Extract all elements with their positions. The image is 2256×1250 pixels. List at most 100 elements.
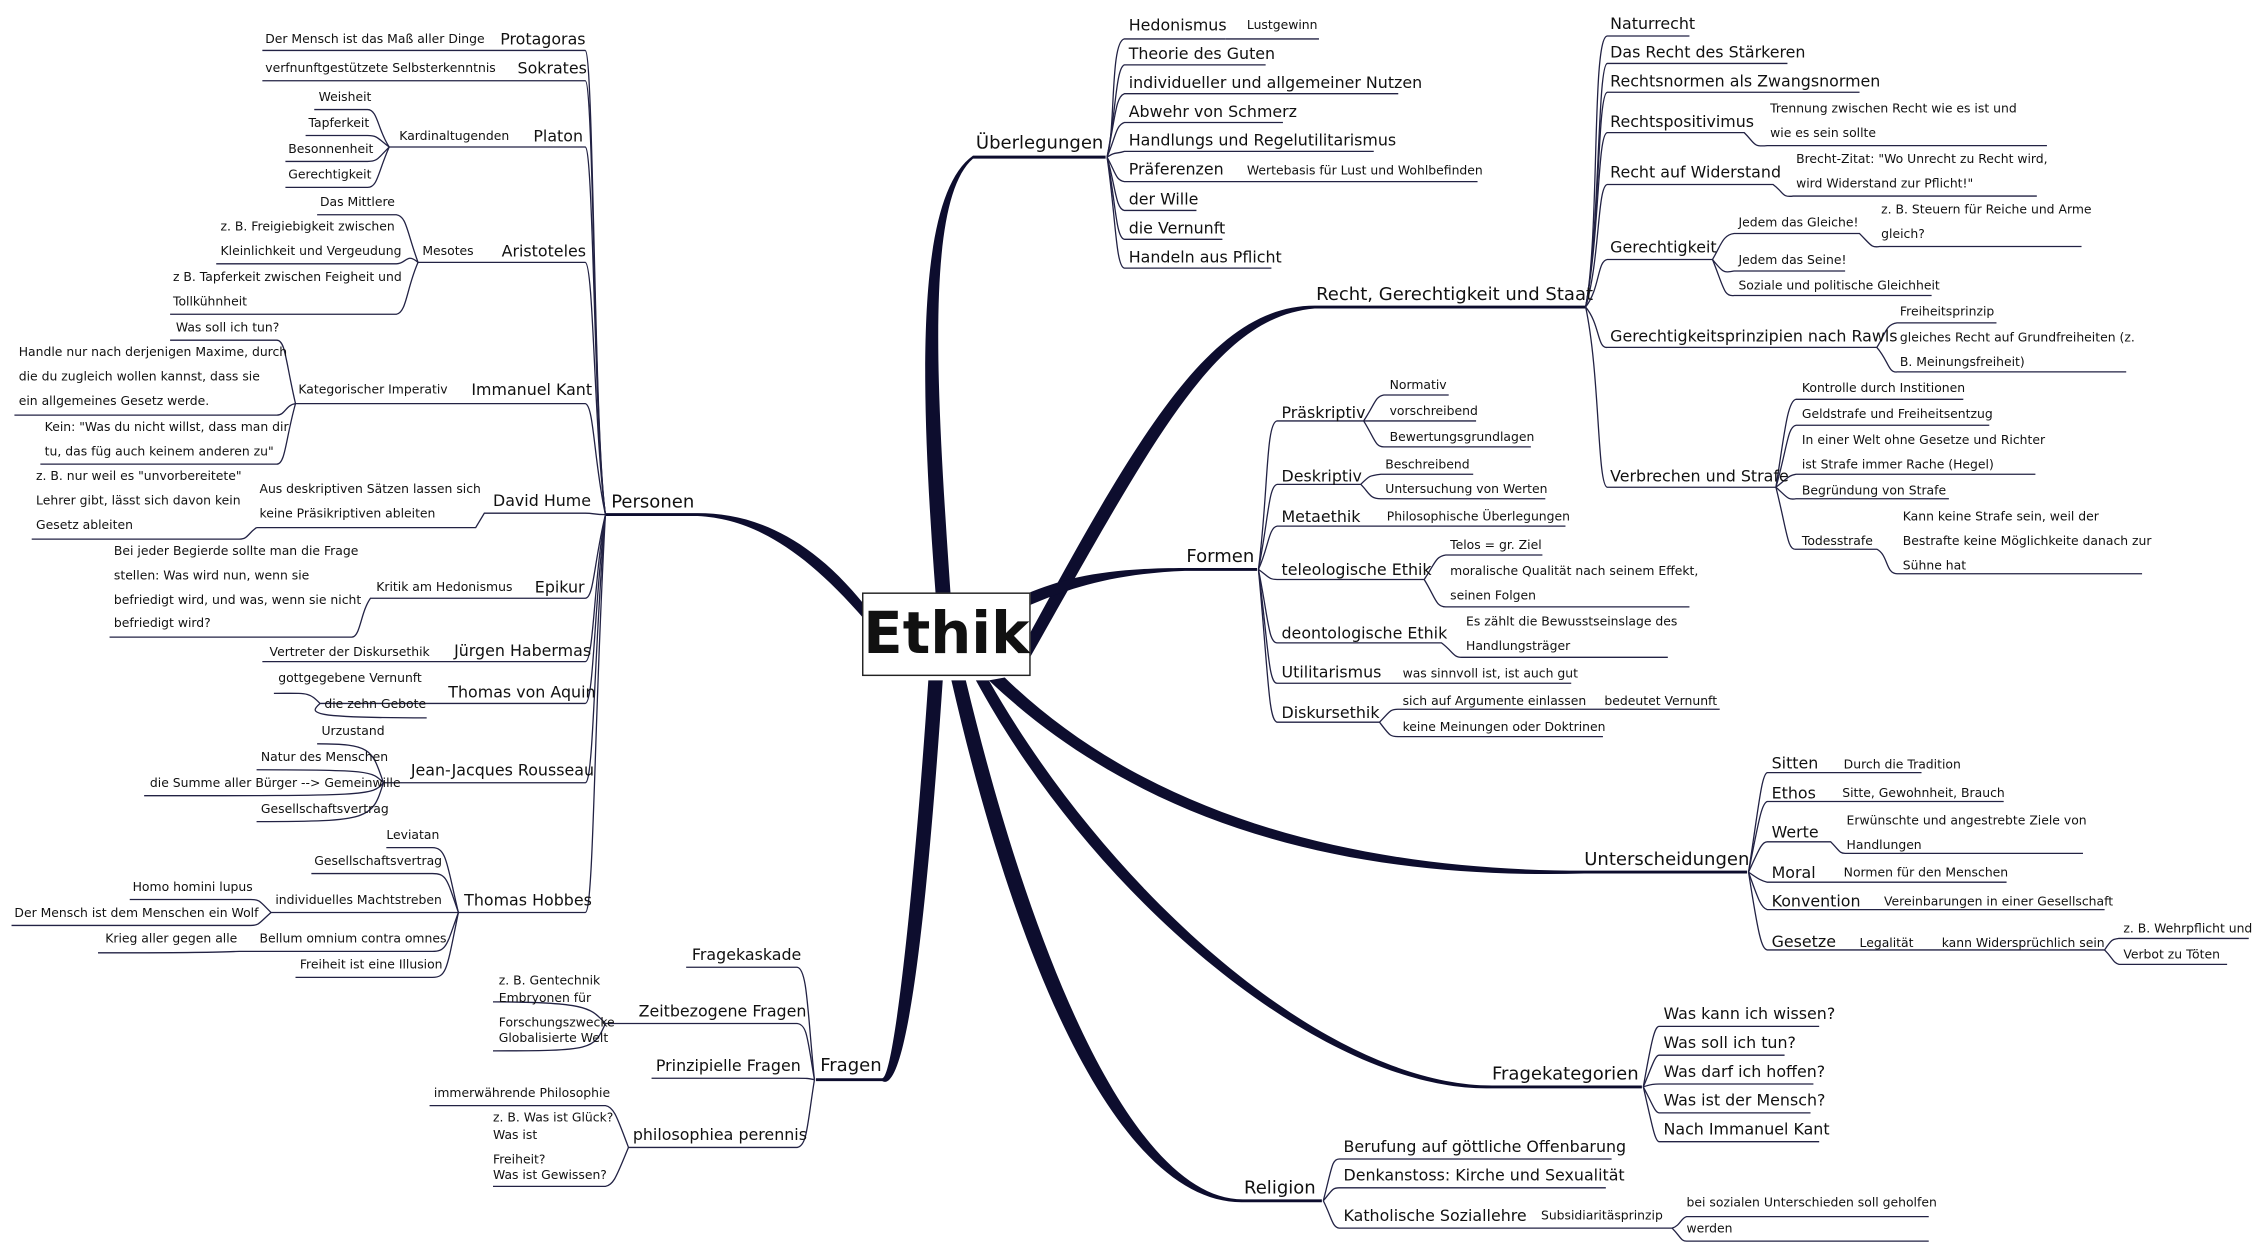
node-deontologische-ethik[interactable]: deontologische Ethik <box>1281 624 1448 643</box>
node-subsidiaritaetsprinzip[interactable]: Subsidiaritäsprinzip <box>1540 1209 1663 1224</box>
node-natur-des-menschen[interactable]: Natur des Menschen <box>260 751 389 766</box>
node-rechtspositivismus[interactable]: Rechtspositivimus <box>1610 112 1755 132</box>
node-maxime-3[interactable]: ein allgemeines Gesetz werde. <box>18 394 210 410</box>
node-jedem-das-gleiche[interactable]: Jedem das Gleiche! <box>1738 216 1859 231</box>
node-ziele-2[interactable]: Handlungen <box>1846 838 1922 854</box>
node-untersuchung[interactable]: Untersuchung von Werten <box>1385 482 1548 498</box>
node-bellum-omnium[interactable]: Bellum omnium contra omnes <box>259 932 447 948</box>
node-normen[interactable]: Normen für den Menschen <box>1843 866 2009 881</box>
node-moral[interactable]: Moral <box>1771 863 1816 883</box>
node-widerspruechlich[interactable]: kann Widersprüchlich sein <box>1941 936 2105 952</box>
node-lehrer-2[interactable]: Lehrer gibt, lässt sich davon kein <box>36 494 241 509</box>
node-wehrpflicht-1[interactable]: z. B. Wehrpflicht und <box>2123 922 2253 937</box>
node-keine-strafe-2[interactable]: Bestrafte keine Möglichkeite danach zur <box>1902 534 2152 550</box>
node-was-darf-ich-hoffen[interactable]: Was darf ich hoffen? <box>1663 1062 1826 1082</box>
node-krieg-aller[interactable]: Krieg aller gegen alle <box>105 932 238 948</box>
node-glueck-4[interactable]: Was ist Gewissen? <box>492 1169 607 1184</box>
node-kardinaltugenden[interactable]: Kardinaltugenden <box>399 129 510 145</box>
node-keine-strafe-3[interactable]: Sühne hat <box>1902 559 1967 574</box>
node-wille[interactable]: der Wille <box>1128 190 1199 210</box>
node-metaethik[interactable]: Metaethik <box>1281 507 1361 527</box>
node-zehn-gebote[interactable]: die zehn Gebote <box>324 697 427 713</box>
node-ethos[interactable]: Ethos <box>1771 784 1816 803</box>
node-rousseau[interactable]: Jean-Jacques Rousseau <box>410 761 595 780</box>
node-soziale-unterschiede-2[interactable]: werden <box>1686 1222 1733 1237</box>
node-begierde-1[interactable]: Bei jeder Begierde sollte man die Frage <box>113 544 359 560</box>
node-philosophische-ueberlegungen[interactable]: Philosophische Überlegungen <box>1386 510 1570 525</box>
node-mesotes[interactable]: Mesotes <box>422 245 474 260</box>
node-denkanstoss[interactable]: Denkanstoss: Kirche und Sexualität <box>1343 1166 1625 1185</box>
node-argumente[interactable]: sich auf Argumente einlassen <box>1402 694 1587 710</box>
node-selbsterkenntnis[interactable]: verfnunftgestützete Selbsterkenntnis <box>265 61 496 77</box>
node-tapferkeit[interactable]: Tapferkeit <box>308 116 370 132</box>
node-steuern-1[interactable]: z. B. Steuern für Reiche und Arme <box>1881 203 2092 218</box>
node-utilitarismus[interactable]: Utilitarismus <box>1281 663 1382 682</box>
node-freiheit-illusion[interactable]: Freiheit ist eine Illusion <box>299 958 443 974</box>
node-besonnenheit[interactable]: Besonnenheit <box>288 142 374 158</box>
node-vorschreibend[interactable]: vorschreibend <box>1389 405 1478 420</box>
node-welt-1[interactable]: In einer Welt ohne Gesetze und Richter <box>1801 433 2046 449</box>
topic-fragekategorien[interactable]: Fragekategorien <box>1491 1062 1639 1085</box>
node-gesellschaftsvertrag-hobbes[interactable]: Gesellschaftsvertrag <box>314 854 443 870</box>
topic-fragen[interactable]: Fragen <box>820 1053 882 1076</box>
node-thomas-von-aquin[interactable]: Thomas von Aquin <box>448 683 596 703</box>
node-wehrpflicht-2[interactable]: Verbot zu Töten <box>2123 948 2220 963</box>
node-vertreter-diskursethik[interactable]: Vertreter der Diskursethik <box>269 645 430 661</box>
node-wertebasis[interactable]: Wertebasis für Lust und Wohlbefinden <box>1246 164 1483 179</box>
node-kategorischer-imperativ[interactable]: Kategorischer Imperativ <box>298 383 448 398</box>
node-goldene-regel-1[interactable]: Kein: "Was du nicht willst, dass man dir <box>44 420 289 436</box>
node-begruendung[interactable]: Begründung von Strafe <box>1801 484 1947 499</box>
node-trennung-2[interactable]: wie es sein sollte <box>1770 126 1877 142</box>
node-moralische-qualitaet-1[interactable]: moralische Qualität nach seinem Effekt, <box>1450 565 1699 580</box>
node-prinzipielle-fragen[interactable]: Prinzipielle Fragen <box>655 1056 801 1076</box>
node-thomas-hobbes[interactable]: Thomas Hobbes <box>464 890 592 910</box>
node-brecht-1[interactable]: Brecht-Zitat: "Wo Unrecht zu Recht wird, <box>1796 152 2048 168</box>
node-jedem-das-seine[interactable]: Jedem das Seine! <box>1738 253 1847 269</box>
node-vernunft[interactable]: die Vernunft <box>1128 219 1226 238</box>
node-bewusstseinslage-2[interactable]: Handlungsträger <box>1466 640 1571 655</box>
node-begierde-4[interactable]: befriedigt wird? <box>113 616 211 632</box>
node-praeferenzen[interactable]: Präferenzen <box>1128 160 1224 179</box>
topic-formen[interactable]: Formen <box>1186 544 1255 567</box>
node-beschreibend[interactable]: Beschreibend <box>1385 458 1470 473</box>
node-diskursethik[interactable]: Diskursethik <box>1281 703 1380 723</box>
node-juergen-habermas[interactable]: Jürgen Habermas <box>454 641 592 661</box>
node-goldene-regel-2[interactable]: tu, das füg auch keinem anderen zu" <box>44 445 274 460</box>
node-zwangsnormen[interactable]: Rechtsnormen als Zwangsnormen <box>1610 72 1881 91</box>
node-vereinbarungen[interactable]: Vereinbarungen in einer Gesellschaft <box>1884 895 2114 910</box>
node-david-hume[interactable]: David Hume <box>492 491 591 511</box>
node-keine-meinungen[interactable]: keine Meinungen oder Doktrinen <box>1402 720 1606 736</box>
topic-unterscheidungen[interactable]: Unterscheidungen <box>1584 847 1750 870</box>
node-pflicht[interactable]: Handeln aus Pflicht <box>1128 247 1282 267</box>
node-freigiebigkeit-1[interactable]: z. B. Freigiebigkeit zwischen <box>220 220 395 235</box>
node-sinnvoll[interactable]: was sinnvoll ist, ist auch gut <box>1402 667 1578 682</box>
node-soziale-unterschiede-1[interactable]: bei sozialen Unterschieden soll geholfen <box>1686 1196 1937 1211</box>
topic-recht[interactable]: Recht, Gerechtigkeit und Staat <box>1316 282 1594 305</box>
node-werte[interactable]: Werte <box>1771 823 1819 842</box>
node-grundfreiheiten-2[interactable]: B. Meinungsfreiheit) <box>1899 356 2025 371</box>
node-regelutilitarismus[interactable]: Handlungs und Regelutilitarismus <box>1128 131 1397 150</box>
topic-ueberlegungen[interactable]: Überlegungen <box>975 131 1104 153</box>
node-normativ[interactable]: Normativ <box>1389 379 1447 394</box>
node-bewusstseinslage-1[interactable]: Es zählt die Bewusstseinslage des <box>1466 615 1678 630</box>
node-was-soll-ich-tun-kant[interactable]: Was soll ich tun? <box>175 321 280 336</box>
node-epikur[interactable]: Epikur <box>534 578 585 597</box>
node-immanuel-kant[interactable]: Immanuel Kant <box>471 380 593 400</box>
node-gentechnik-3[interactable]: Forschungszwecke <box>498 1016 615 1031</box>
node-konvention[interactable]: Konvention <box>1771 892 1861 912</box>
node-begierde-3[interactable]: befriedigt wird, und was, wenn sie nicht <box>113 593 362 609</box>
node-keine-strafe-1[interactable]: Kann keine Strafe sein, weil der <box>1902 510 2099 525</box>
central-topic[interactable]: Ethik <box>862 592 1031 677</box>
node-hedonismus[interactable]: Hedonismus <box>1128 15 1227 35</box>
node-gentechnik-1[interactable]: z. B. Gentechnik <box>498 974 601 989</box>
node-brauch[interactable]: Sitte, Gewohnheit, Brauch <box>1842 787 2005 802</box>
node-teleologische-ethik[interactable]: teleologische Ethik <box>1281 560 1432 580</box>
node-deskriptive-saetze-1[interactable]: Aus deskriptiven Sätzen lassen sich <box>259 482 481 498</box>
topic-personen[interactable]: Personen <box>611 490 695 512</box>
node-was-soll-ich-tun[interactable]: Was soll ich tun? <box>1663 1033 1796 1053</box>
node-brecht-2[interactable]: wird Widerstand zur Pflicht!" <box>1796 177 1974 192</box>
node-katholische-soziallehre[interactable]: Katholische Soziallehre <box>1343 1206 1527 1226</box>
node-tradition[interactable]: Durch die Tradition <box>1843 758 1961 773</box>
node-aristoteles[interactable]: Aristoteles <box>501 242 586 261</box>
node-trennung-1[interactable]: Trennung zwischen Recht wie es ist und <box>1770 102 2017 117</box>
